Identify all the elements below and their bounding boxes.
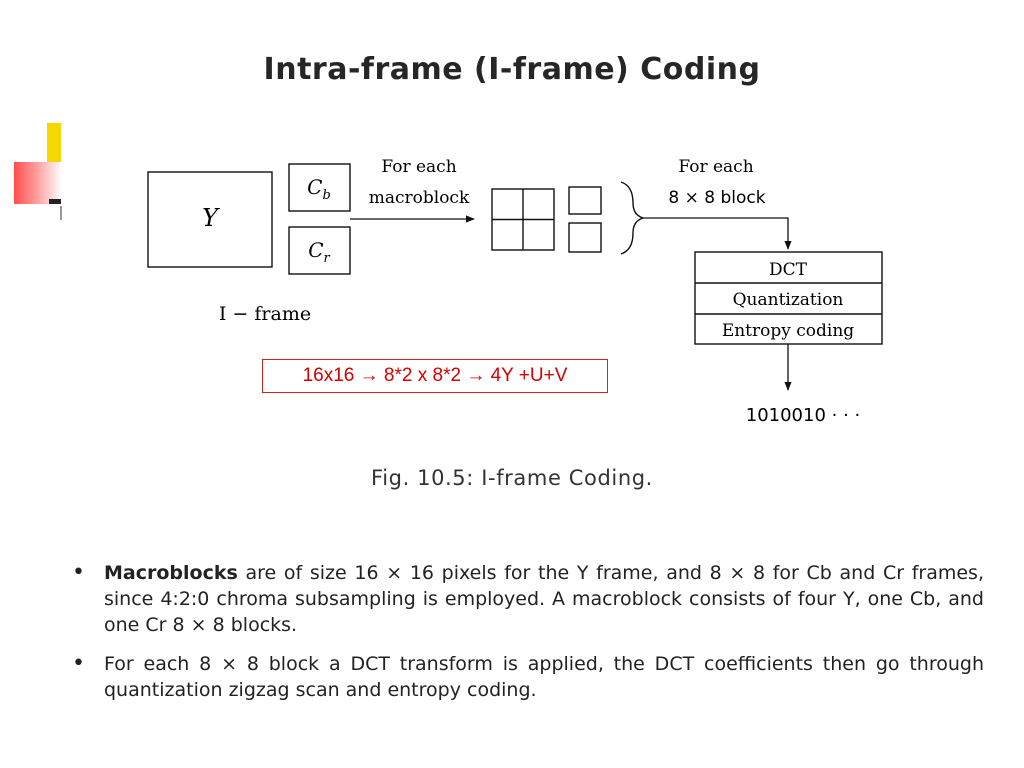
step-dct: DCT <box>769 260 808 280</box>
cr-base: C <box>308 238 323 262</box>
cr-label: Cr <box>308 238 330 266</box>
macroblock-label-line2: macroblock <box>369 188 470 208</box>
cb-base: C <box>307 175 322 199</box>
cr-block <box>568 222 602 253</box>
bullet-bold-term: Macroblocks <box>104 562 238 584</box>
frame-label: I − frame <box>219 303 311 325</box>
annotation-text: 16x16 → 8*2 x 8*2 → 4Y +U+V <box>302 365 568 386</box>
macroblock-label-line1: For each <box>381 157 456 177</box>
cb-label: Cb <box>307 175 331 203</box>
bullet-dot-icon: • <box>72 651 85 676</box>
bullet-text: For each 8 × 8 block a DCT transform is … <box>104 653 984 701</box>
figure-caption: Fig. 10.5: I-frame Coding. <box>371 466 653 490</box>
y-label: Y <box>202 204 220 232</box>
curly-brace <box>620 181 646 255</box>
cb-block <box>568 186 602 215</box>
block-label-line1: For each <box>678 157 753 177</box>
step-entropy-coding: Entropy coding <box>722 321 854 341</box>
decor-tick <box>60 206 62 220</box>
cr-sub: r <box>324 251 331 266</box>
annotation-box: 16x16 → 8*2 x 8*2 → 4Y +U+V <box>262 359 608 393</box>
block-arrow <box>643 217 792 250</box>
bullet-macroblocks: • Macroblocks are of size 16 × 16 pixels… <box>72 560 984 638</box>
decor-dark-bar <box>49 199 61 204</box>
bullet-dct: • For each 8 × 8 block a DCT transform i… <box>72 651 984 703</box>
output-bits: 1010010 · · · <box>746 405 861 426</box>
step-quantization: Quantization <box>733 290 844 310</box>
cb-sub: b <box>322 188 330 203</box>
decor-red-square <box>14 162 62 204</box>
cr-box <box>288 226 351 275</box>
y-blocks-grid <box>491 188 555 251</box>
bullet-list: • Macroblocks are of size 16 × 16 pixels… <box>72 560 984 716</box>
slide-title: Intra-frame (I-frame) Coding <box>263 52 761 87</box>
bullet-dot-icon: • <box>72 560 85 585</box>
cb-box <box>288 163 351 212</box>
block-label-line2: 8 × 8 block <box>668 188 765 208</box>
y-frame-box <box>147 171 273 268</box>
bullet-text: are of size 16 × 16 pixels for the Y fra… <box>104 562 984 636</box>
